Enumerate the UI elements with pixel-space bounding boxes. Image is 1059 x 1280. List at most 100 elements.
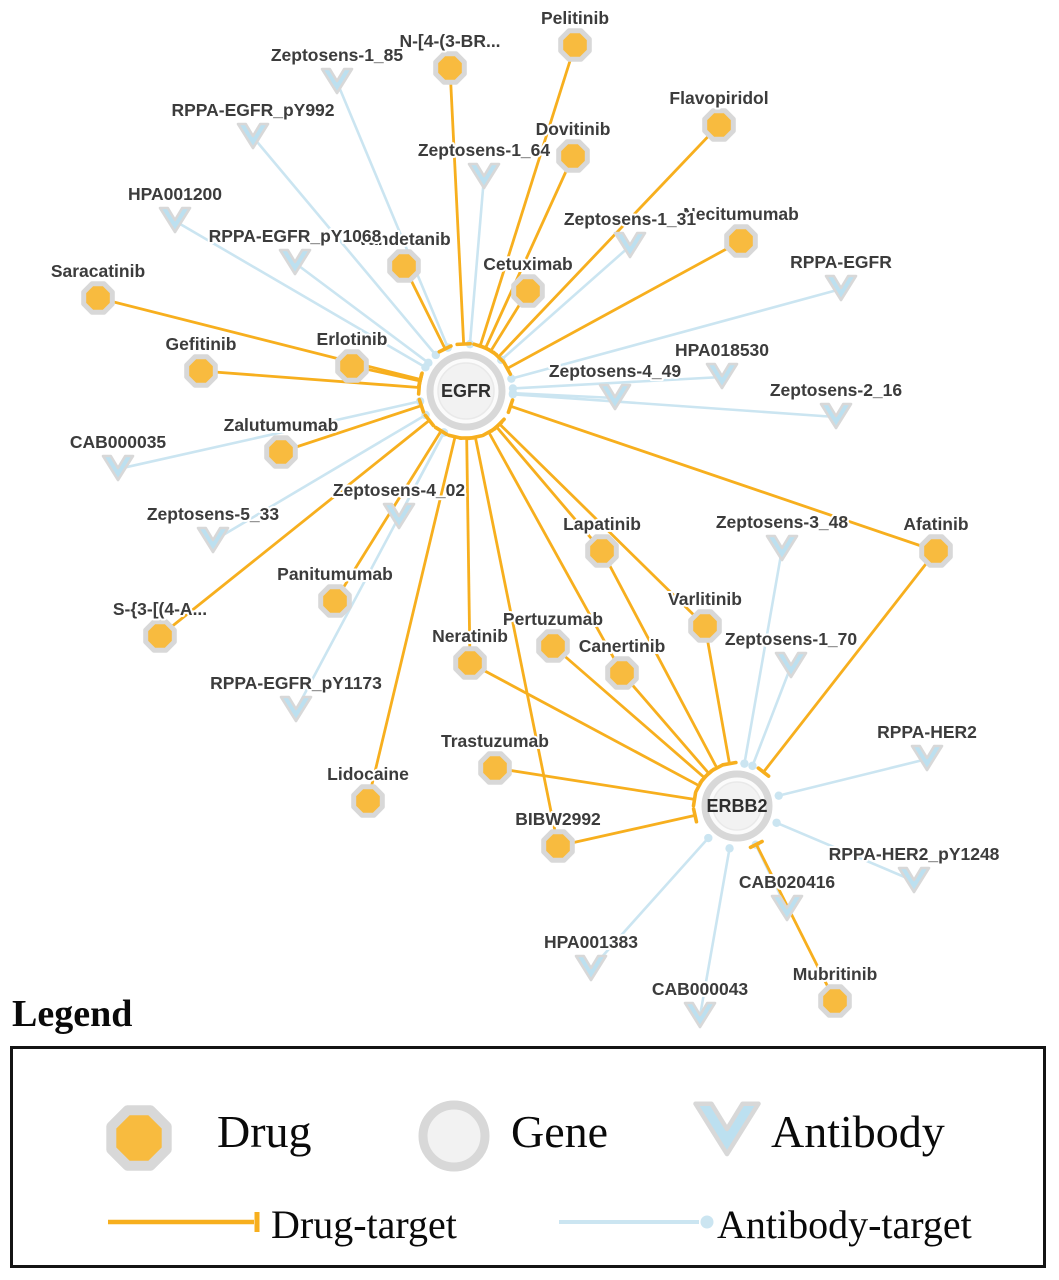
drug-edge-tee <box>483 345 499 357</box>
drug-target-edge <box>366 436 457 802</box>
drug-target-edge <box>280 404 422 454</box>
node-label: Neratinib <box>432 626 508 646</box>
drug-node <box>702 108 736 142</box>
node-label: RPPA-HER2 <box>877 722 977 742</box>
antibody-node <box>910 744 944 772</box>
legend-drug-target-edge-icon <box>104 1209 284 1240</box>
node-label: Afatinib <box>903 514 968 534</box>
drug-target-edge <box>510 404 937 553</box>
node-label: Lidocaine <box>327 764 409 784</box>
node-label: HPA018530 <box>675 340 769 360</box>
antibody-edge-dot <box>507 374 516 383</box>
drug-target-edge <box>333 430 443 602</box>
drug-node <box>387 249 421 283</box>
gene-node-inner <box>712 781 762 831</box>
node-label: CAB000035 <box>70 432 167 452</box>
antibody-node <box>278 248 312 276</box>
drug-node <box>318 584 352 618</box>
drug-node <box>585 534 619 568</box>
antibody-edge-dot <box>772 818 781 827</box>
antibody-edge-dot <box>740 759 749 768</box>
drug-edge-tee <box>756 766 771 778</box>
antibody-node <box>770 894 804 922</box>
antibody-target-edge <box>117 400 421 471</box>
antibody-target-edge <box>751 665 793 767</box>
antibody-node <box>683 1001 717 1029</box>
gene-node-inner <box>437 362 495 420</box>
antibody-edge-dot <box>725 844 734 853</box>
node-label: CAB020416 <box>739 872 836 892</box>
drug-target-edge <box>159 419 431 638</box>
drug-target-edge <box>495 425 604 552</box>
drug-target-edge <box>506 239 742 370</box>
drug-target-edge <box>620 672 710 775</box>
node-label: Saracatinib <box>51 261 145 281</box>
antibody-target-edge <box>294 261 430 364</box>
node-label: Trastuzumab <box>441 731 549 751</box>
drug-edge-tee <box>481 427 497 438</box>
gene-label: EGFR <box>441 381 491 401</box>
drug-node <box>184 354 218 388</box>
antibody-edge-dot <box>774 791 783 800</box>
drug-edge-tee <box>416 372 424 390</box>
node-label: HPA001200 <box>128 184 222 204</box>
node-label: Zeptosens-1_64 <box>418 140 551 160</box>
legend-antibody-label: Antibody <box>771 1106 945 1157</box>
drug-node <box>81 281 115 315</box>
drug-node <box>919 534 953 568</box>
drug-node <box>478 751 512 785</box>
drug-edge-tee <box>433 425 449 437</box>
node-label: Zeptosens-5_33 <box>147 504 280 524</box>
node-label: Zeptosens-2_16 <box>770 380 903 400</box>
legend-antibody-icon <box>682 1089 772 1186</box>
drug-target-edge <box>465 437 472 664</box>
drug-node <box>351 784 385 818</box>
drug-node <box>688 609 722 643</box>
legend-drug-target-label: Drug-target <box>271 1202 457 1247</box>
drug-node <box>605 656 639 690</box>
drug-edge-tee <box>423 413 436 428</box>
gene-circle-icon <box>418 1100 490 1172</box>
drug-edge-tee <box>437 344 453 354</box>
antibody-target-edge <box>776 821 915 883</box>
legend-gene-icon <box>409 1091 499 1186</box>
antibody-target-edge <box>335 81 450 349</box>
antibody-node <box>765 534 799 562</box>
antibody-node <box>897 866 931 894</box>
drug-target-edge <box>755 843 837 1002</box>
node-label: Lapatinib <box>563 514 641 534</box>
node-label: Pertuzumab <box>503 609 603 629</box>
antibody-edge-dot <box>748 761 757 771</box>
antibody-target-edge <box>512 375 723 390</box>
drug-edge-tee <box>467 433 484 441</box>
node-label: BIBW2992 <box>515 809 601 829</box>
nodes-layer <box>81 28 953 1029</box>
drug-edge-tee <box>691 791 698 808</box>
legend-drug-icon <box>94 1093 184 1188</box>
node-label: Zeptosens-4_02 <box>333 480 466 500</box>
drug-node <box>541 829 575 863</box>
drug-node <box>264 435 298 469</box>
drug-gene-antibody-network: PelitinibN-[4-(3-BR...FlavopiridolDoviti… <box>49 6 1002 1029</box>
drug-node <box>511 274 545 308</box>
antibody-target-edge <box>212 413 427 543</box>
drug-node <box>724 224 758 258</box>
node-label: Erlotinib <box>317 329 388 349</box>
drug-node <box>556 139 590 173</box>
node-label: RPPA-EGFR_pY992 <box>171 100 334 120</box>
node-label: Zeptosens-1_31 <box>564 209 697 229</box>
drug-edge-tee <box>506 398 515 415</box>
antibody-node <box>824 274 858 302</box>
drug-octagon-icon <box>106 1105 172 1171</box>
drug-target-edge <box>762 550 938 773</box>
legend-box: Drug Gene Antibody Drug-target <box>10 1046 1046 1268</box>
node-label: Pelitinib <box>541 8 609 28</box>
antibody-edge-dot <box>704 833 713 843</box>
antibody-chevron-icon <box>693 1101 761 1157</box>
drug-node <box>536 629 570 663</box>
antibody-node <box>236 122 270 150</box>
labels-layer: PelitinibN-[4-(3-BR...FlavopiridolDoviti… <box>49 6 1002 1001</box>
antibody-target-edge <box>743 548 784 764</box>
legend-antibody-target-edge-icon <box>555 1209 735 1240</box>
antibody-node <box>101 454 135 482</box>
